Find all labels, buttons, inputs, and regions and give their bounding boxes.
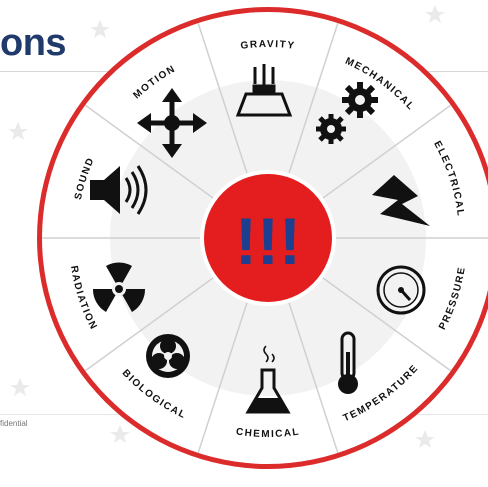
gravity-icon [235,64,293,117]
move-arrows-icon [137,88,207,158]
segment-divider [84,277,214,372]
center-circle [204,174,332,302]
segment-dividers [42,22,488,454]
page-title: ons [0,22,67,64]
center-label: !!! [235,204,301,278]
segment-label-gravity: GRAVITY [240,39,296,52]
segment-divider [197,22,248,174]
speaker-icon [90,165,148,215]
segment-label-chemical: CHEMICAL [235,426,300,440]
thermometer-icon [338,331,358,394]
segment-divider [322,277,452,372]
lightning-icon [372,175,430,226]
pressure-gauge-icon [376,265,426,315]
gears-icon [316,82,378,144]
segment-divider [288,302,339,454]
biohazard-icon [146,334,190,378]
segment-divider [84,104,214,199]
radiation-icon [92,262,146,312]
segment-divider [197,302,248,454]
footer-text: fidential [0,419,28,428]
flask-icon [245,345,291,414]
segment-divider [288,22,339,174]
segment-icons [90,64,430,414]
segment-divider [322,104,452,199]
